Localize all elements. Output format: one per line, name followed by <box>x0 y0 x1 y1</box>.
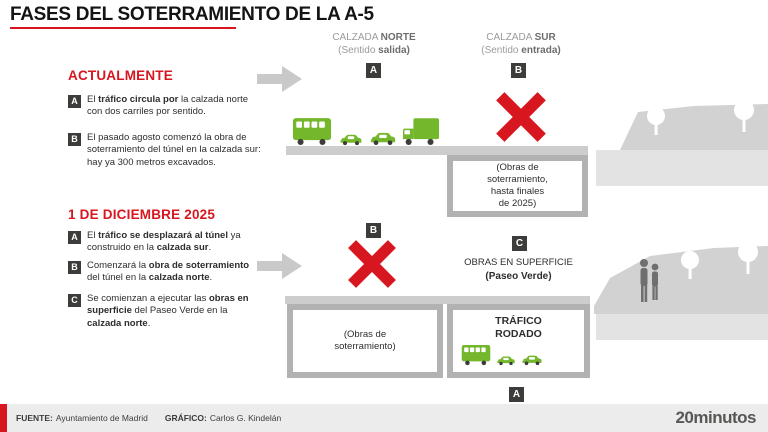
item-text: Se comienzan a ejecutar las obras en sup… <box>87 293 249 329</box>
item-letter-badge: B <box>68 133 81 146</box>
column-header-sur-title: CALZADA SUR <box>486 32 556 43</box>
pedestrians-icon <box>640 259 659 302</box>
graphic-text: Carlos G. Kindelán <box>209 413 282 423</box>
list-item: C Se comienzan a ejecutar las obras en s… <box>68 293 264 330</box>
tree-icon <box>734 100 754 132</box>
column-header-norte-title: CALZADA NORTE <box>332 32 416 43</box>
item-letter-badge: A <box>68 231 81 244</box>
item-letter-badge: B <box>68 261 81 274</box>
terrain-bottom <box>594 236 768 363</box>
surface-works-line1: OBRAS EN SUPERFICIE <box>464 257 573 268</box>
tunnel-box-traffic: TRÁFICO RODADO <box>447 304 590 378</box>
column-header-sur-sub: (Sentido entrada) <box>481 44 561 56</box>
bus-icon <box>292 117 332 151</box>
footer-accent-bar <box>0 404 7 432</box>
tunnel-box-sur: (Obras de soterramiento, hasta finales d… <box>447 155 588 217</box>
page-title: FASES DEL SOTERRAMIENTO DE LA A-5 <box>10 4 374 25</box>
red-x-icon <box>346 238 398 295</box>
credits: FUENTE:Ayuntamiento de Madrid GRÁFICO:Car… <box>16 404 284 432</box>
tree-icon <box>647 107 665 135</box>
marker-b-top: B <box>511 63 526 78</box>
red-x-icon <box>494 90 548 149</box>
car-icon <box>369 131 397 151</box>
list-item: B Comenzará la obra de soterramiento del… <box>68 260 264 285</box>
tree-icon <box>681 251 699 279</box>
road-surface-bottom <box>285 296 590 304</box>
terrain-top <box>594 98 768 199</box>
tree-icon <box>738 242 758 274</box>
list-item: A El tráfico se desplazará al túnel ya c… <box>68 230 264 255</box>
item-letter-badge: A <box>68 95 81 108</box>
item-letter-badge: C <box>68 294 81 307</box>
tunnel-box-norte: (Obras de soterramiento) <box>287 304 443 378</box>
section-dec-heading: 1 DE DICIEMBRE 2025 <box>68 207 216 222</box>
item-text: Comenzará la obra de soterramiento del t… <box>87 260 250 284</box>
source-label: FUENTE: <box>16 413 53 423</box>
marker-a-bottom: A <box>509 387 524 402</box>
surface-works-line2: (Paseo Verde) <box>485 270 552 282</box>
marker-b-bottom: B <box>366 223 381 238</box>
arrow-right-icon <box>257 251 303 286</box>
list-item: B El pasado agosto comenzó la obra de so… <box>68 132 264 169</box>
car-icon <box>521 353 543 371</box>
bus-icon <box>461 344 491 371</box>
column-header-norte-sub: (Sentido salida) <box>338 44 410 56</box>
car-icon <box>339 133 363 151</box>
marker-c-bottom: C <box>512 236 527 251</box>
road-surface-top <box>286 146 588 155</box>
truck-icon <box>402 117 440 151</box>
surface-works-label: OBRAS EN SUPERFICIE (Paseo Verde) <box>447 257 590 283</box>
source-text: Ayuntamiento de Madrid <box>55 413 148 423</box>
title-underline <box>10 27 236 29</box>
item-text: El tráfico circula por la calzada norte … <box>87 94 249 118</box>
graphic-label: GRÁFICO: <box>164 413 207 423</box>
traffic-label: TRÁFICO RODADO <box>495 315 542 341</box>
list-item: A El tráfico circula por la calzada nort… <box>68 94 264 119</box>
arrow-right-icon <box>257 64 303 99</box>
column-header-norte: CALZADA NORTE (Sentido salida) <box>307 32 441 57</box>
item-text: El pasado agosto comenzó la obra de sote… <box>87 132 261 168</box>
marker-a-top: A <box>366 63 381 78</box>
car-icon <box>496 353 516 371</box>
column-header-sur: CALZADA SUR (Sentido entrada) <box>454 32 588 57</box>
brand-logo: 20minutos <box>675 408 756 427</box>
footer-bar: FUENTE:Ayuntamiento de Madrid GRÁFICO:Car… <box>0 404 768 432</box>
item-text: El tráfico se desplazará al túnel ya con… <box>87 230 241 254</box>
section-now-heading: ACTUALMENTE <box>68 68 173 83</box>
